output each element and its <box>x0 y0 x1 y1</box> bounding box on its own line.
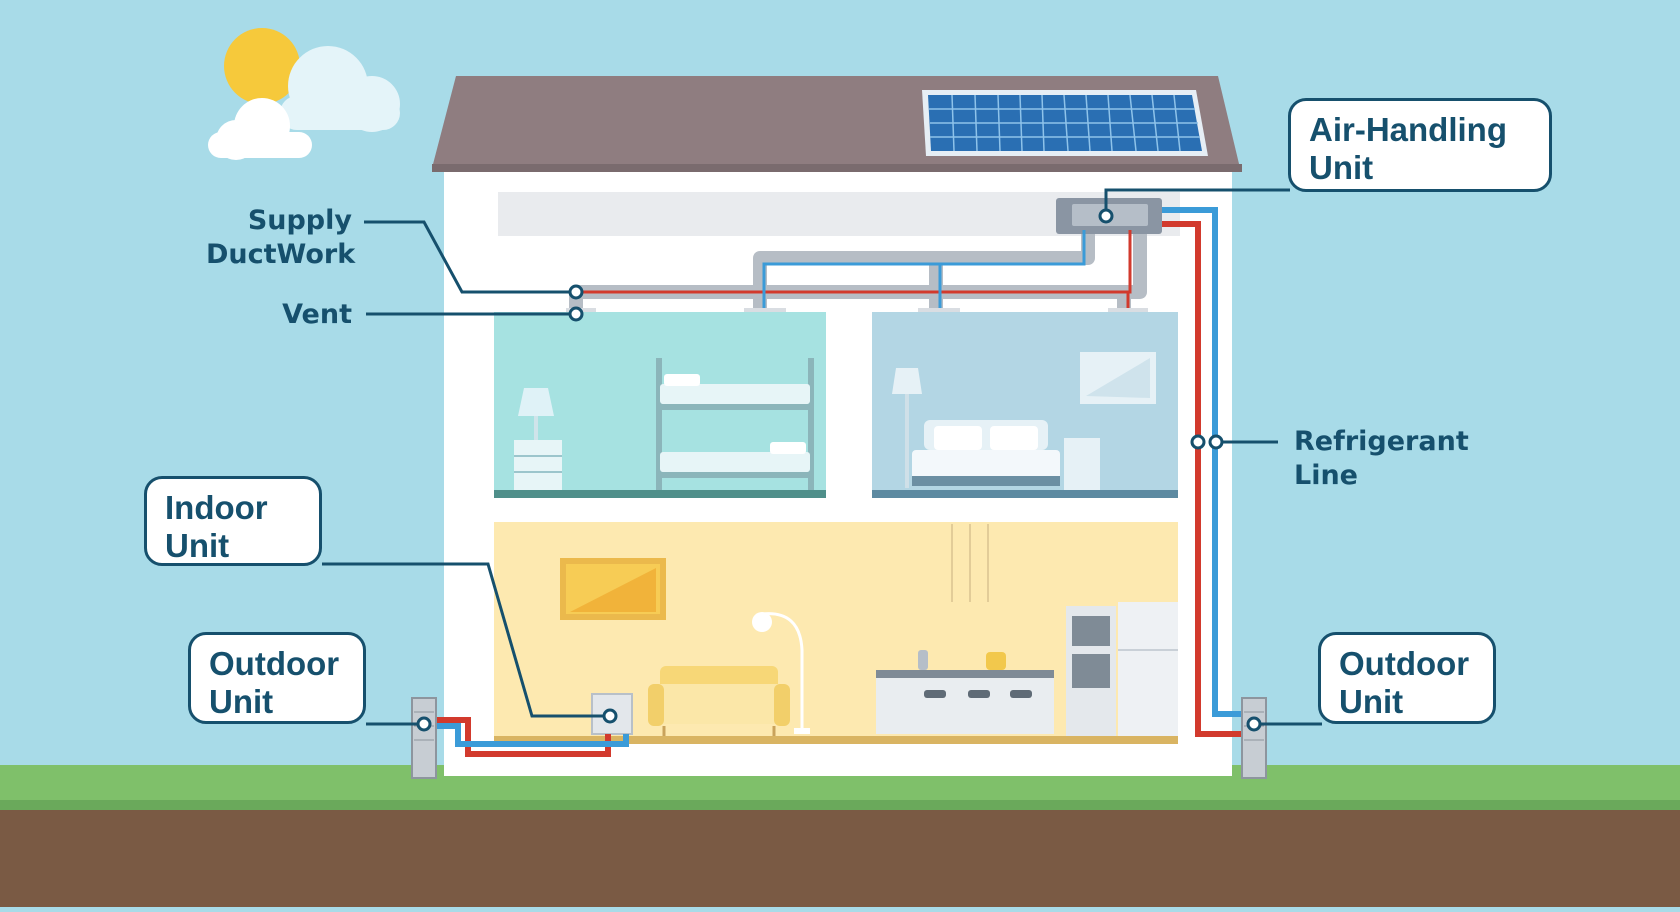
bedroom-left <box>494 312 826 498</box>
callout-dots <box>416 208 1262 732</box>
label-supply-ductwork: Supply DuctWork <box>206 205 356 270</box>
label-refrigerant-line: Refrigerant Line <box>1294 426 1469 491</box>
bedroom-right <box>872 312 1178 498</box>
callout-leaders <box>322 188 1322 726</box>
label-outdoor-unit-left: Outdoor Unit <box>209 645 340 720</box>
oven-icon <box>1066 606 1116 736</box>
callout-outdoor-unit-right: Outdoor Unit <box>1318 632 1496 724</box>
living-room <box>494 522 1178 744</box>
outdoor-unit-left <box>411 697 437 779</box>
solar-panel-icon <box>922 90 1208 156</box>
soil <box>0 810 1680 907</box>
bunk-bed-icon <box>656 358 814 490</box>
label-vent: Vent <box>282 299 352 330</box>
outdoor-unit-right <box>1241 697 1267 779</box>
lamp-icon <box>752 612 810 734</box>
sofa-icon <box>648 666 790 736</box>
label-indoor-unit: Indoor Unit <box>165 489 268 564</box>
callout-outdoor-unit-left: Outdoor Unit <box>188 632 366 724</box>
callout-air-handling-unit: Air-Handling Unit <box>1288 98 1552 192</box>
kitchen-icon <box>876 650 1054 734</box>
fridge-icon <box>1118 602 1178 736</box>
label-outdoor-unit-right: Outdoor Unit <box>1339 645 1470 720</box>
bed-icon <box>912 420 1060 486</box>
label-air-handling-unit: Air-Handling Unit <box>1309 111 1507 186</box>
refrigerant-line <box>1162 207 1252 737</box>
cloud-icon <box>208 46 400 160</box>
indoor-unit-pipes <box>434 717 629 757</box>
lamp-icon <box>518 388 554 440</box>
lamp-icon <box>892 368 922 488</box>
callout-indoor-unit: Indoor Unit <box>144 476 322 566</box>
sun-icon <box>224 28 300 104</box>
